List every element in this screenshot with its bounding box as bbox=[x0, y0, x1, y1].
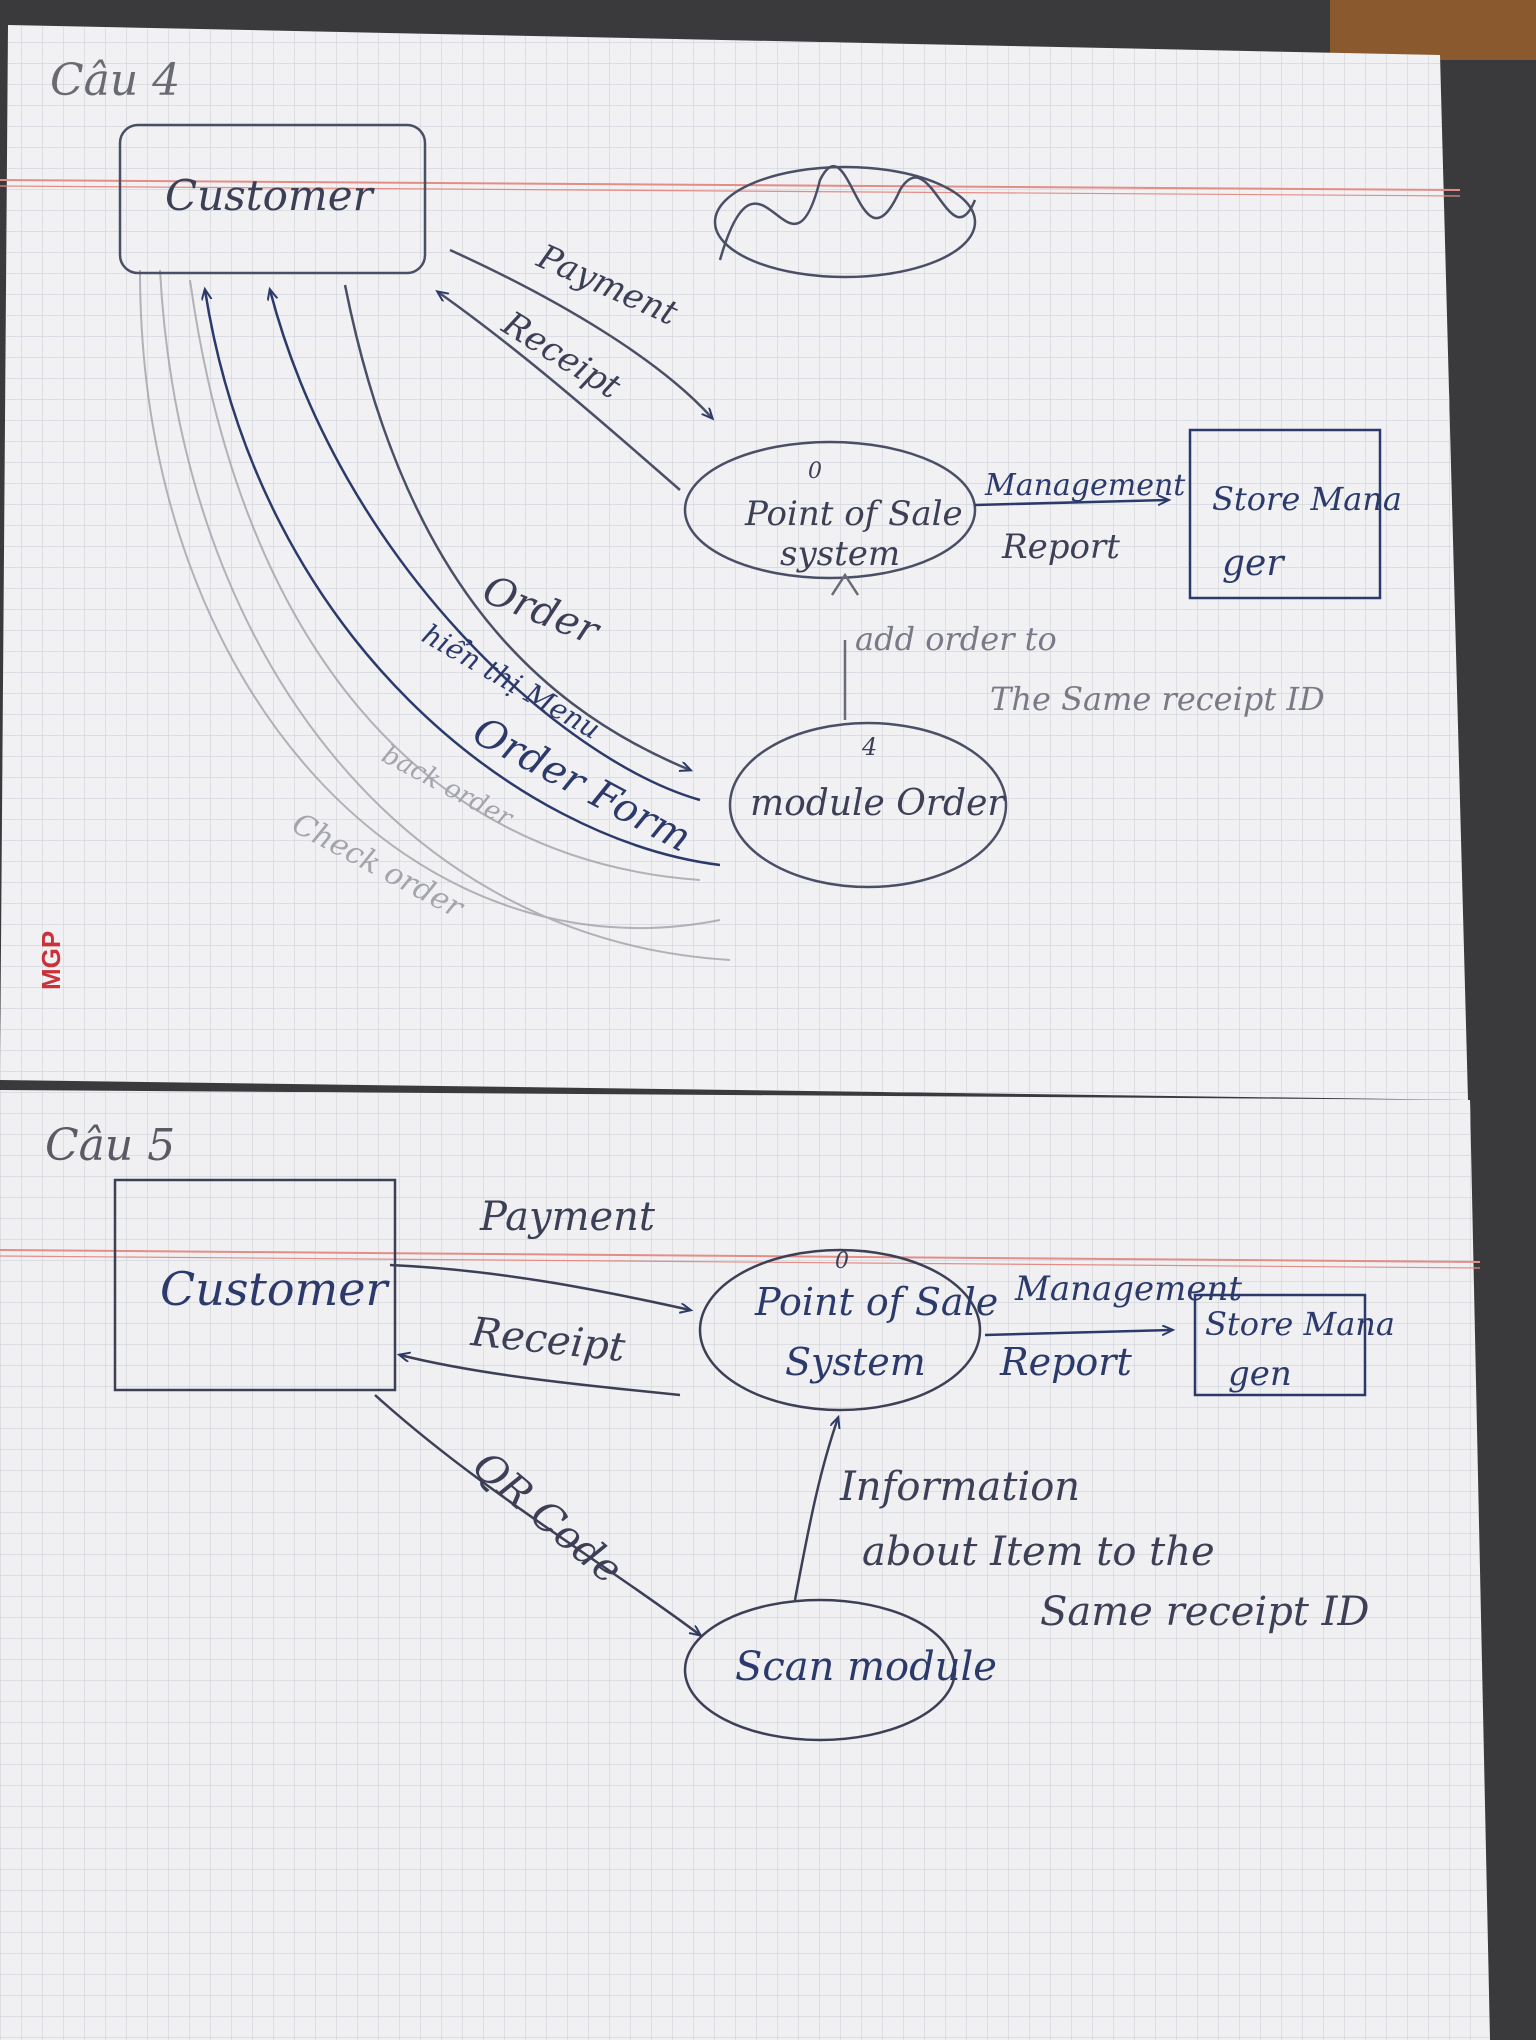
q5-mgmt-arrow bbox=[984, 1330, 1172, 1337]
q4-order-arrow bbox=[343, 284, 690, 770]
q5-mgmt-label-2: Report bbox=[999, 1340, 1132, 1384]
q4-module-number: 4 bbox=[861, 733, 877, 761]
q5-customer-label: Customer bbox=[160, 1262, 390, 1316]
q4-add-order-label-2: The Same receipt ID bbox=[990, 680, 1325, 718]
q4-mgmt-arrow bbox=[974, 500, 1168, 507]
q4-store-manager-label-1: Store Mana bbox=[1212, 480, 1402, 518]
q4-payment-arrow bbox=[449, 248, 712, 418]
q4-menu-arrow bbox=[270, 290, 701, 802]
desk-wood-strip bbox=[1330, 0, 1536, 60]
q4-module-order-process bbox=[728, 721, 1008, 889]
q5-pos-process bbox=[698, 1248, 982, 1412]
page-bottom bbox=[0, 1090, 1490, 2040]
q4-module-label: module Order bbox=[750, 783, 1006, 824]
q5-pos-label-2: System bbox=[785, 1340, 926, 1384]
q5-payment-arrow bbox=[389, 1263, 690, 1310]
mgp-logo-text: MGP bbox=[36, 931, 66, 990]
q5-qr-arrow bbox=[374, 1394, 700, 1635]
q5-info-label-3: Same receipt ID bbox=[1040, 1589, 1370, 1635]
q5-customer-box bbox=[113, 1178, 397, 1392]
q4-pos-label-2: system bbox=[780, 534, 900, 574]
q5-payment-label: Payment bbox=[479, 1194, 656, 1240]
mgp-logo: MGP bbox=[36, 931, 66, 990]
q4-store-manager-label-2: ger bbox=[1222, 543, 1285, 584]
q4-customer-box bbox=[118, 123, 427, 275]
q5-heading: Câu 5 bbox=[45, 1120, 175, 1171]
q4-crossed-out-oval bbox=[713, 164, 977, 279]
q5-info-label-1: Information bbox=[839, 1464, 1080, 1510]
q5-pos-number: 0 bbox=[835, 1249, 849, 1274]
q4-mgmt-label-1: Management bbox=[984, 468, 1186, 503]
q5-store-manager-label-2: gen bbox=[1228, 1354, 1292, 1394]
q4-pos-label-1: Point of Sale bbox=[744, 494, 963, 534]
q4-pencil-arcs bbox=[139, 269, 731, 961]
q5-store-manager-label-1: Store Mana bbox=[1205, 1305, 1395, 1343]
q4-customer-label: Customer bbox=[165, 171, 376, 220]
q4-mgmt-label-2: Report bbox=[1001, 527, 1120, 567]
q4-receipt-arrow bbox=[438, 292, 681, 491]
q4-heading: Câu 4 bbox=[50, 55, 180, 106]
q5-scan-module-label: Scan module bbox=[735, 1644, 997, 1690]
q5-mgmt-label-1: Management bbox=[1014, 1269, 1242, 1309]
q4-store-manager-box bbox=[1188, 428, 1382, 600]
q4-order-form-arrow bbox=[205, 290, 721, 867]
q5-info-label-2: about Item to the bbox=[862, 1529, 1215, 1575]
page-top bbox=[0, 25, 1468, 1100]
q4-add-order-arrow bbox=[830, 572, 860, 720]
q4-pos-number: 0 bbox=[808, 459, 822, 484]
q4-add-order-label-1: add order to bbox=[855, 620, 1057, 658]
q5-pos-label-1: Point of Sale bbox=[754, 1280, 998, 1324]
q5-receipt-arrow bbox=[400, 1355, 681, 1397]
q5-store-manager-box bbox=[1193, 1293, 1367, 1397]
q5-scan-module-process bbox=[683, 1598, 957, 1742]
q5-info-arrow bbox=[793, 1418, 838, 1601]
q4-pos-process bbox=[683, 440, 977, 580]
